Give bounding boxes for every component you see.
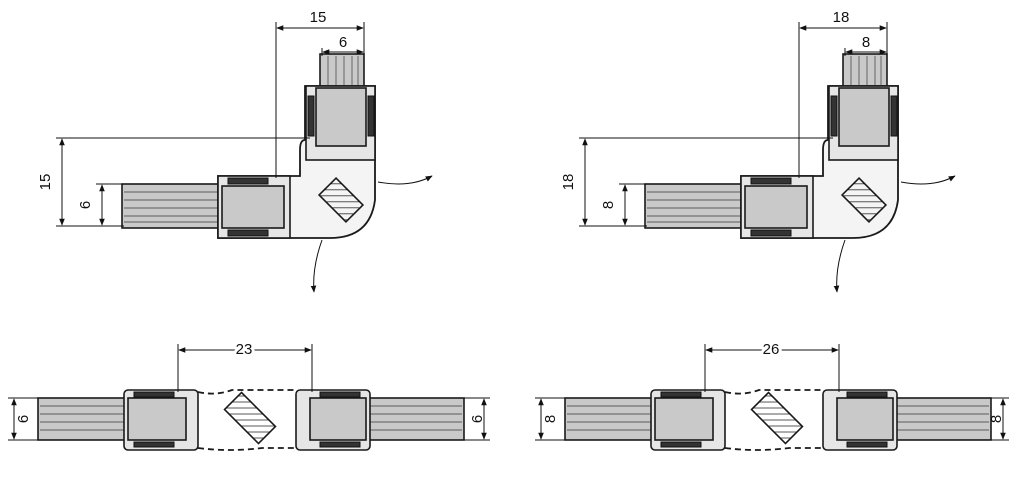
rotation-arrow-right [900,175,956,185]
width-dimension-label: 18 [833,9,850,26]
hinge-outline-dashed [197,389,296,451]
hinge-pin-hatched [750,391,804,445]
thickness-dimension-label: 6 [77,201,94,209]
width-dimension-label: 15 [310,9,327,26]
hinge-outline-dashed [724,389,823,451]
hinge-pin-hatched [317,176,365,224]
rotation-arrow-down [310,239,323,293]
gap-dimension-label: 8 [862,34,870,51]
corner-hinge-6mm: 15 6 15 6 [37,9,433,293]
gap-dimension-label: 6 [339,34,347,51]
height-dimension-label: 15 [37,174,54,191]
right-thickness-label: 8 [988,415,1005,423]
straight-hinge-6mm: 23 6 6 [8,338,490,451]
span-dimension-label: 23 [236,341,253,358]
height-dimension-label: 18 [560,174,577,191]
left-thickness-label: 8 [542,415,559,423]
rotation-arrow-right [377,175,433,185]
corner-hinge-8mm: 18 8 18 8 [560,9,956,293]
left-thickness-label: 6 [15,415,32,423]
hinge-pin-hatched [223,391,277,445]
span-dimension-label: 26 [763,341,780,358]
right-thickness-label: 6 [469,415,486,423]
thickness-dimension-label: 8 [600,201,617,209]
straight-hinge-8mm: 26 8 8 [535,338,1009,451]
hinge-pin-hatched [840,176,888,224]
rotation-arrow-down [833,239,846,293]
